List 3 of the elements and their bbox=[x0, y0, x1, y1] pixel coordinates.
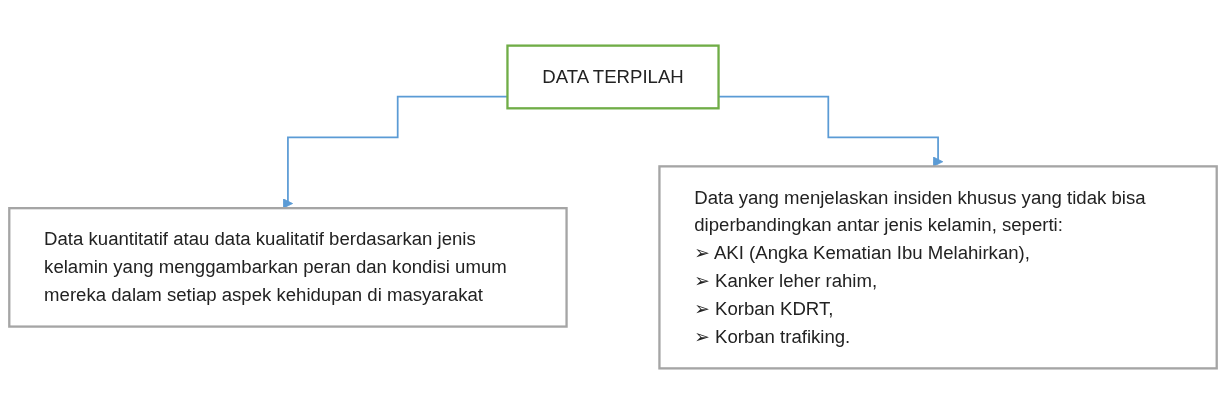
node-box: Data yang menjelaskan insiden khusus yang tidak bisa diperbandingkan antar jenis kelamin, seperti: ➢ AKI (Angka Kematian Ibu Melahirkan), ➢ Kanker leher rahim, ➢ Korban KDRT, ➢ Korban trafiking. bbox=[658, 165, 1218, 370]
node-box: Data kuantitatif atau data kualitatif berdasarkan jenis kelamin yang menggambarkan peran dan kondisi umum mereka dalam setiap aspek kehidupan di masyarakat bbox=[8, 207, 568, 328]
node-box: DATA TERPILAH bbox=[506, 44, 720, 110]
